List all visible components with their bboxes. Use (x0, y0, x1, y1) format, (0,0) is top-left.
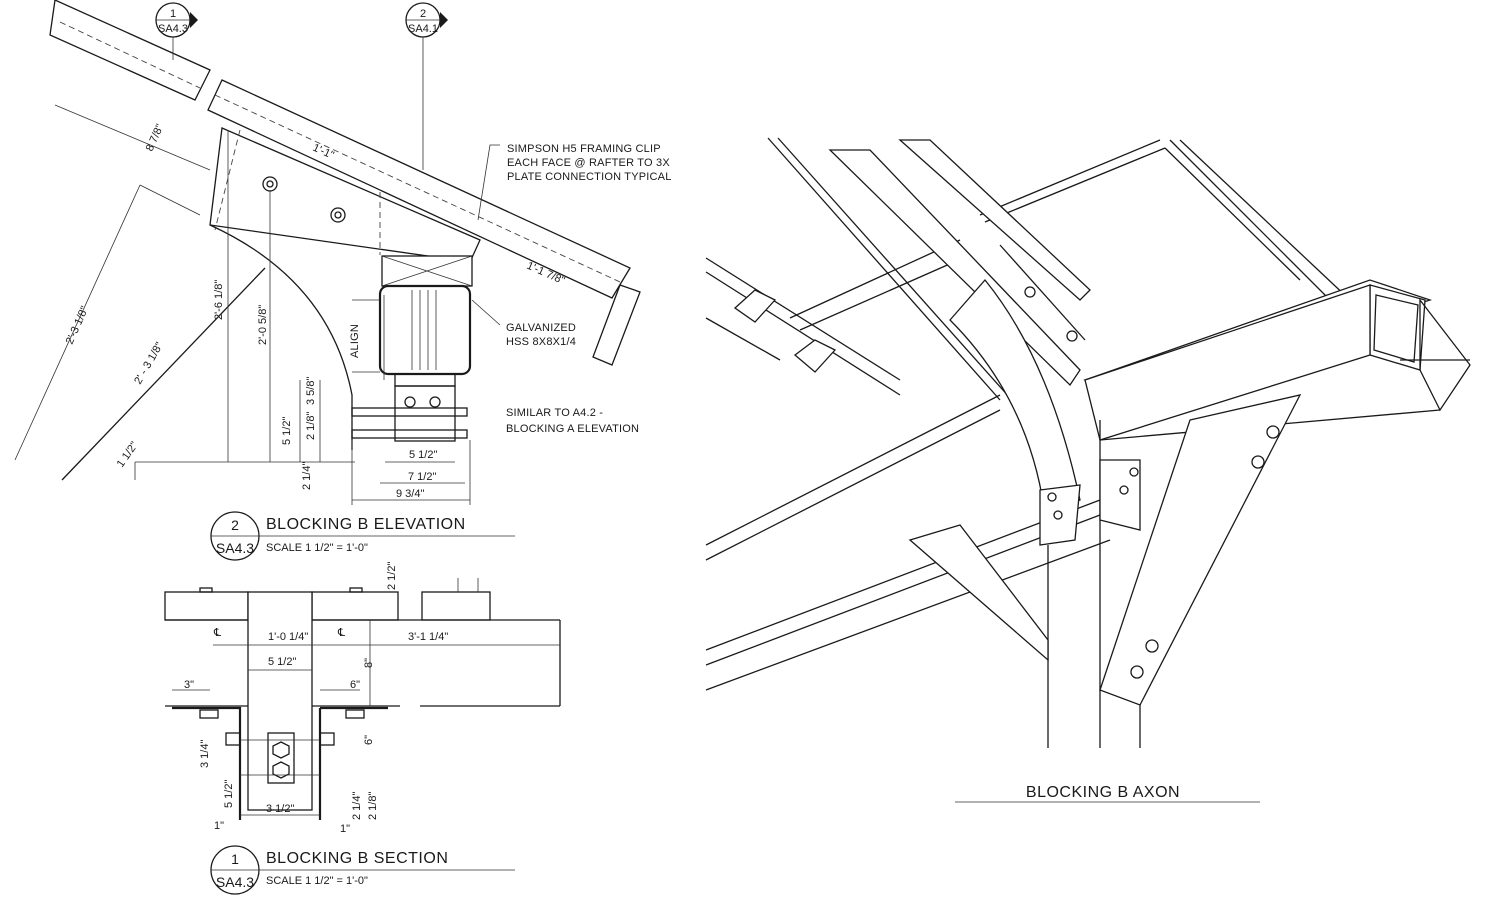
section-marker-1-sheet: SA4.3 (158, 23, 188, 35)
curved-brace (209, 224, 353, 450)
axon-curved-brace (949, 278, 1081, 516)
axon-diagonal-brace (1099, 394, 1302, 706)
sect-dim-8: 8" (363, 658, 375, 668)
angle-left (172, 706, 242, 820)
sect-dim-6-vert: 6" (363, 735, 375, 745)
dim-2-3-1-8-outer: 2'-3 1/8" (64, 304, 91, 346)
dim-5-1-2: 5 1/2" (409, 449, 437, 461)
sect-dim-1-right: 1" (340, 823, 350, 835)
dim-1-1-2: 1 1/2" (115, 440, 141, 470)
section-post (247, 591, 313, 811)
sect-dim-3-1-1-4: 3'-1 1/4" (408, 631, 448, 643)
sect-dim-2-1-8: 2 1/8" (367, 792, 379, 820)
sect-dim-5-1-2-vert: 5 1/2" (223, 780, 235, 808)
leader-clip (477, 144, 500, 221)
sect-cl-2: ℄ (337, 627, 345, 639)
elev-scale: SCALE 1 1/2" = 1'-0" (266, 542, 368, 554)
dim-2-1-4: 2 1/4" (301, 462, 313, 490)
axon-lower-brace (908, 524, 1049, 662)
note-similar-line1: SIMILAR TO A4.2 - (506, 407, 603, 419)
sect-dim-2-1-4: 2 1/4" (351, 792, 363, 820)
blocking-b-elevation (14, 0, 641, 505)
bolt-2 (330, 207, 346, 223)
knife-plate (394, 385, 456, 442)
leader-galv (471, 299, 501, 326)
angle-right (318, 706, 388, 820)
sect-dim-6-horiz: 6" (350, 679, 360, 691)
sect-title-sheet: SA4.3 (216, 874, 254, 890)
dim-9-3-4: 9 3/4" (396, 488, 424, 500)
sect-dim-5-1-2-top: 5 1/2" (268, 656, 296, 668)
rafter-left-segment (49, 0, 211, 101)
sect-dim-3-1-2: 3 1/2" (266, 803, 294, 815)
sect-title: BLOCKING B SECTION (266, 850, 448, 867)
sect-dim-1-0-1-4: 1'-0 1/4" (268, 631, 308, 643)
dim-2-1-8: 2 1/8" (305, 412, 317, 440)
note-hss: HSS 8X8X1/4 (506, 336, 576, 348)
rafter-end (592, 284, 641, 366)
section-marker-1-num: 1 (170, 8, 176, 20)
dim-8-7-8: 8 7/8" (144, 122, 167, 153)
bolt-1 (262, 176, 278, 192)
note-align: ALIGN (349, 324, 361, 358)
sect-dim-3-1-4: 3 1/4" (199, 740, 211, 768)
dim-7-1-2: 7 1/2" (408, 471, 436, 483)
dim-2-0-5-8: 2'-0 5/8" (257, 305, 269, 345)
sect-scale: SCALE 1 1/2" = 1'-0" (266, 875, 368, 887)
note-clip-line1: SIMPSON H5 FRAMING CLIP (507, 143, 661, 155)
dim-3-5-8: 3 5/8" (305, 377, 317, 405)
note-galvanized: GALVANIZED (506, 322, 576, 334)
blocking-b-axon (705, 137, 1471, 803)
sect-dim-3: 3" (184, 679, 194, 691)
sect-title-num: 1 (231, 851, 239, 867)
note-clip-line2: EACH FACE @ RAFTER TO 3X (507, 157, 670, 169)
note-similar-line2: BLOCKING A ELEVATION (506, 423, 639, 435)
hss-post (378, 284, 472, 376)
sect-dim-1-left: 1" (214, 820, 224, 832)
dim-5-1-2-vert: 5 1/2" (281, 417, 293, 445)
axon-rafter (898, 139, 1091, 301)
dim-2-3-1-8-inner: 2' - 3 1/8" (132, 340, 166, 386)
sect-cl-1: ℄ (213, 627, 221, 639)
note-clip-line3: PLATE CONNECTION TYPICAL (507, 171, 672, 183)
dim-2-6-1-8: 2'-6 1/8" (213, 280, 225, 320)
section-marker-2-sheet: SA4.1 (408, 23, 438, 35)
blocking-b-section (164, 578, 561, 820)
elev-title-sheet: SA4.3 (216, 540, 254, 556)
elev-title: BLOCKING B ELEVATION (266, 516, 466, 533)
section-marker-2-num: 2 (420, 8, 426, 20)
sect-dim-2-1-2: 2 1/2" (386, 562, 398, 590)
elev-title-num: 2 (231, 517, 239, 533)
axon-title: BLOCKING B AXON (1026, 784, 1180, 801)
